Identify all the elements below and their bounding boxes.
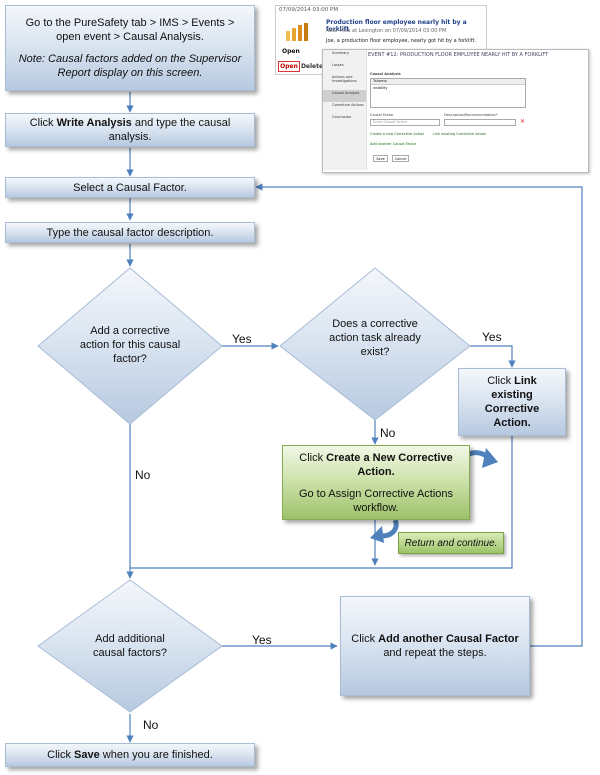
- save-button[interactable]: Save: [373, 155, 388, 162]
- step-save: Click Save when you are finished.: [5, 743, 255, 767]
- editor-text: visibility: [373, 86, 388, 90]
- remove-factor-icon[interactable]: ✕: [520, 118, 526, 125]
- delete-button[interactable]: Delete: [300, 63, 324, 70]
- decision-additional-text: Add additional causal factors?: [93, 633, 167, 659]
- step-create-new: Click Create a New Corrective Action. Go…: [282, 445, 470, 520]
- step-add-post: and repeat the steps.: [383, 647, 487, 659]
- label-no-3: No: [143, 718, 159, 732]
- step-select-causal-factor: Select a Causal Factor.: [5, 177, 255, 198]
- causal-analysis-label: Causal Analysis: [370, 72, 401, 76]
- col-causal-factor: Causal Factor: [370, 113, 394, 117]
- near-miss-icon: [284, 23, 314, 43]
- label-yes-1: Yes: [232, 332, 252, 346]
- event-status: Open: [282, 48, 300, 55]
- decision-corrective-shape: [37, 267, 223, 425]
- event-nav: Summary Losses Actions and Investigation…: [323, 50, 367, 170]
- step-link-pre: Click: [487, 375, 515, 387]
- causal-factor-input[interactable]: Enter Causal Factor: [370, 119, 440, 126]
- label-no-2: No: [380, 426, 396, 440]
- return-and-continue: Return and continue.: [398, 532, 504, 554]
- step-link-existing: Click Link existing Corrective Action.: [458, 368, 566, 436]
- nav-item-actions[interactable]: Actions and Investigations: [332, 75, 357, 83]
- event-title[interactable]: Production floor employee nearly hit by …: [326, 19, 467, 33]
- step-write-bold: Write Analysis: [56, 117, 132, 129]
- nav-item-causal-analysis[interactable]: Causal Analysis: [323, 90, 366, 102]
- nav-item-corrective-actions[interactable]: Corrective Actions: [332, 103, 364, 107]
- step-save-bold: Save: [74, 749, 100, 761]
- step-create-pre: Click: [299, 451, 327, 464]
- step-go-to-text: Go to the PureSafety tab > IMS > Events …: [25, 17, 235, 43]
- col-description: Description/Recommendation*: [444, 113, 498, 117]
- step-save-pre: Click: [47, 749, 75, 761]
- nav-item-summary[interactable]: Summary: [332, 51, 349, 55]
- step-write-pre: Click: [29, 117, 57, 129]
- decision-exists-text: Does a corrective action task already ex…: [329, 318, 421, 358]
- cancel-button[interactable]: Cancel: [392, 155, 409, 162]
- decision-corrective-text: Add a corrective action for this causal …: [79, 325, 181, 365]
- nav-item-losses[interactable]: Losses: [332, 63, 344, 67]
- step-go-to-note: Note: Causal factors added on the Superv…: [18, 53, 242, 79]
- open-button[interactable]: Open: [278, 61, 300, 72]
- step-write-post: and type the causal analysis.: [108, 117, 231, 143]
- causal-analysis-window: Summary Losses Actions and Investigation…: [322, 49, 589, 173]
- step-link-bold: Link existing Corrective Action.: [484, 375, 540, 429]
- label-no-1: No: [135, 468, 151, 482]
- step-type-text: Type the causal factor description.: [46, 226, 214, 239]
- decision-exists-shape: [279, 267, 471, 421]
- description-input[interactable]: [444, 119, 516, 126]
- nav-item-conclusion[interactable]: Conclusion: [332, 115, 352, 119]
- step-add-pre: Click: [351, 633, 379, 645]
- link-existing-link[interactable]: Link existing Corrective Action: [433, 132, 487, 136]
- embedded-screenshot: 07/09/2014 03:00 PM Production floor emp…: [275, 5, 590, 173]
- event-subtitle: Near Miss at Lexington on 07/09/2014 03:…: [326, 28, 447, 34]
- editor-font[interactable]: Tahoma: [371, 79, 525, 85]
- step-select-text: Select a Causal Factor.: [73, 181, 187, 194]
- step-save-post: when you are finished.: [99, 749, 213, 761]
- step-type-description: Type the causal factor description.: [5, 222, 255, 243]
- add-another-link[interactable]: Add another Causal Factor: [370, 142, 417, 146]
- step-add-another: Click Add another Causal Factor and repe…: [340, 596, 530, 696]
- step-write-analysis: Click Write Analysis and type the causal…: [5, 113, 255, 147]
- event-date: 07/09/2014 03:00 PM: [279, 7, 339, 13]
- event-description: Joe, a production floor employee, nearly…: [326, 38, 476, 44]
- step-add-bold: Add another Causal Factor: [378, 633, 519, 645]
- create-corrective-link[interactable]: Create a new Corrective Action: [370, 132, 425, 136]
- decision-additional-shape: [37, 579, 223, 713]
- event-header: EVENT #12: PRODUCTION FLOOR EMPLOYEE NEA…: [368, 52, 549, 58]
- causal-analysis-editor[interactable]: Tahoma visibility: [370, 78, 526, 108]
- label-yes-2: Yes: [482, 330, 502, 344]
- step-create-bold: Create a New Corrective Action.: [326, 451, 453, 478]
- step-create-line2: Go to Assign Corrective Actions workflow…: [298, 487, 454, 514]
- label-yes-3: Yes: [252, 633, 272, 647]
- step-go-to-causal-analysis: Go to the PureSafety tab > IMS > Events …: [5, 5, 255, 91]
